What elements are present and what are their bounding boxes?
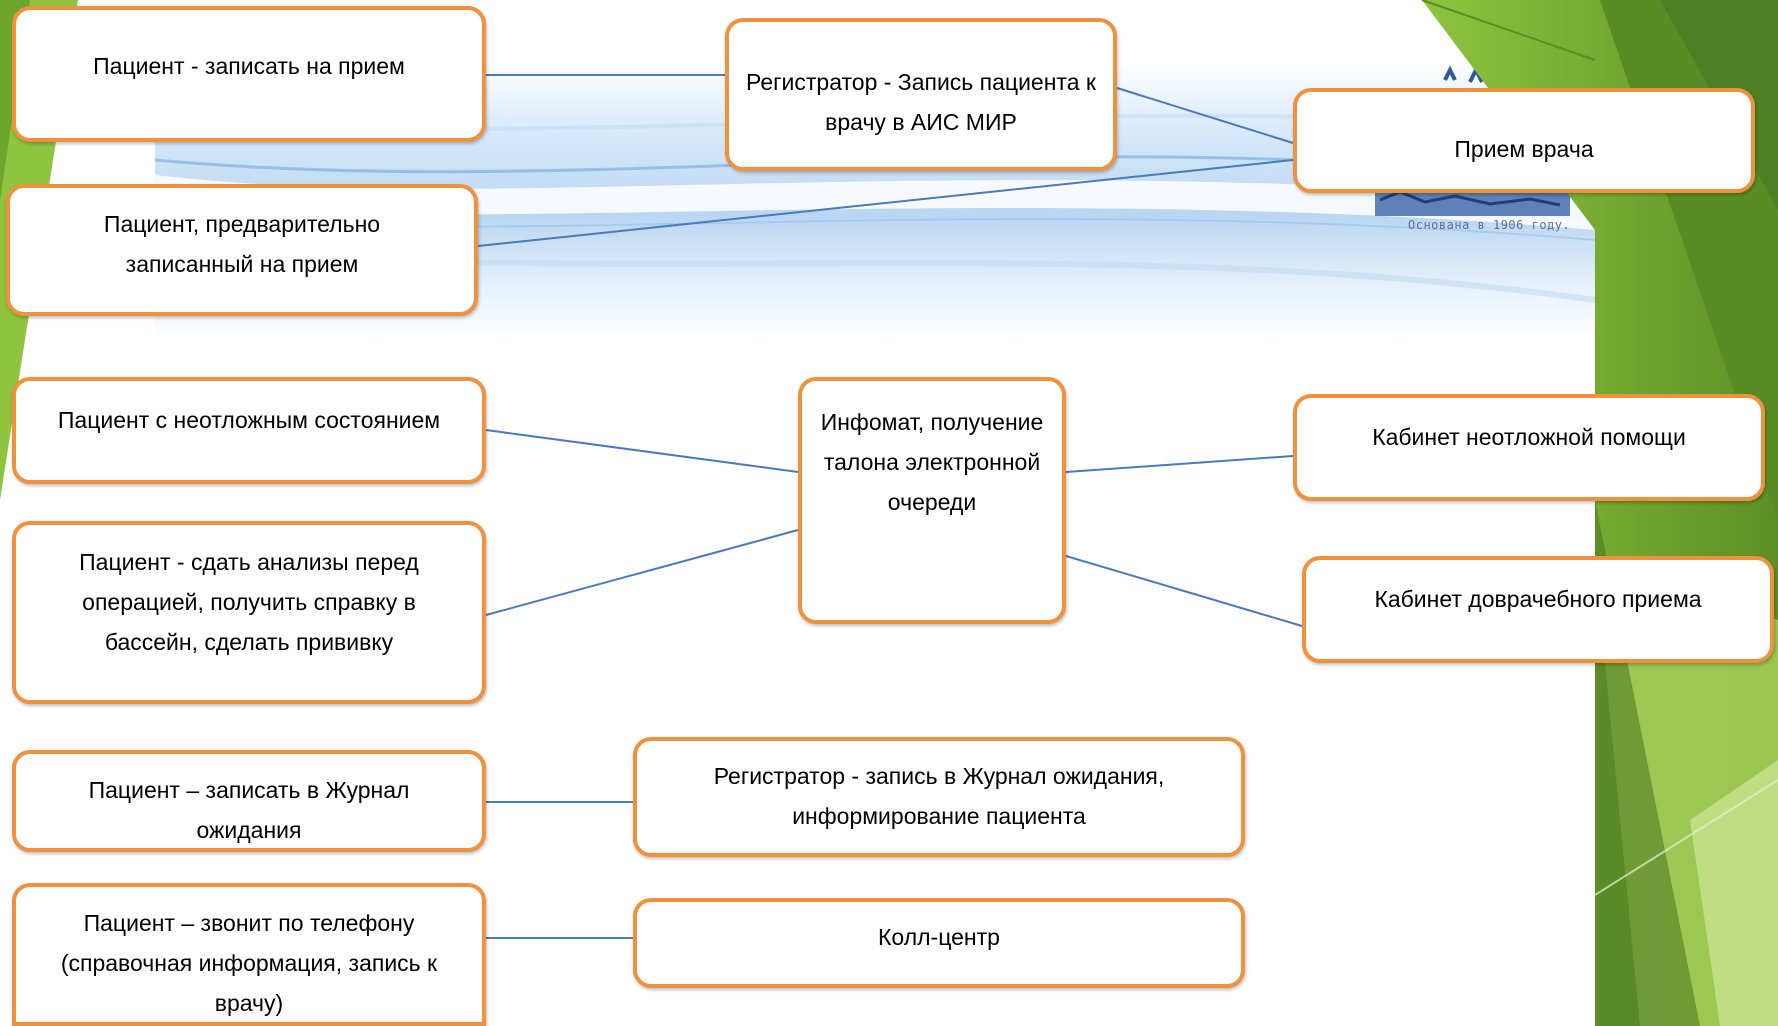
node-patient-waitlist: Пациент – записать в Журнал ожидания bbox=[12, 750, 486, 852]
node-label: Колл-центр bbox=[878, 924, 1000, 950]
node-label: Пациент – записать в Журнал ожидания bbox=[88, 777, 410, 843]
node-label: Кабинет неотложной помощи bbox=[1372, 424, 1686, 450]
node-patient-tests: Пациент - сдать анализы перед операцией,… bbox=[12, 521, 486, 704]
node-doctor-visit: Прием врача bbox=[1293, 88, 1755, 193]
node-label: Пациент – звонит по телефону (справочная… bbox=[60, 910, 438, 1016]
node-label: Кабинет доврачебного приема bbox=[1374, 586, 1702, 612]
connector-infomat-to-prephysician bbox=[1065, 555, 1303, 627]
connector-prebooked-to-doctor bbox=[477, 159, 1294, 247]
node-label: Пациент, предварительно записанный на пр… bbox=[103, 211, 381, 277]
node-label: Регистратор - Запись пациента к врачу в … bbox=[746, 69, 1096, 135]
node-urgent-office: Кабинет неотложной помощи bbox=[1293, 394, 1765, 501]
node-infomat: Инфомат, получение талона электронной оч… bbox=[798, 377, 1066, 624]
node-registrar-waitlist: Регистратор - запись в Журнал ожидания, … bbox=[633, 737, 1245, 857]
connector-urgent-to-infomat bbox=[485, 429, 799, 473]
node-label: Пациент - записать на прием bbox=[93, 53, 405, 79]
node-label: Пациент с неотложным состоянием bbox=[57, 407, 441, 433]
node-patient-prebooked: Пациент, предварительно записанный на пр… bbox=[6, 184, 478, 316]
node-label: Пациент - сдать анализы перед операцией,… bbox=[79, 549, 419, 655]
connector-infomat-to-urgent-office bbox=[1065, 455, 1294, 473]
node-label: Прием врача bbox=[1454, 136, 1594, 162]
connector-registrar-to-doctor bbox=[1116, 87, 1294, 144]
node-prephysician-office: Кабинет доврачебного приема bbox=[1302, 556, 1774, 663]
node-patient-phone: Пациент – звонит по телефону (справочная… bbox=[12, 883, 486, 1026]
logo-caption: Основана в 1906 году. bbox=[1408, 218, 1571, 232]
node-call-center: Колл-центр bbox=[633, 898, 1245, 988]
logo-emblem bbox=[1375, 65, 1570, 216]
node-patient-urgent: Пациент с неотложным состоянием bbox=[12, 377, 486, 484]
node-label: Инфомат, получение талона электронной оч… bbox=[820, 409, 1044, 515]
connector-tests-to-infomat bbox=[485, 529, 799, 616]
node-patient-book: Пациент - записать на прием bbox=[12, 6, 486, 142]
node-label: Регистратор - запись в Журнал ожидания, … bbox=[713, 763, 1165, 829]
node-registrar-ais: Регистратор - Запись пациента к врачу в … bbox=[725, 18, 1117, 171]
